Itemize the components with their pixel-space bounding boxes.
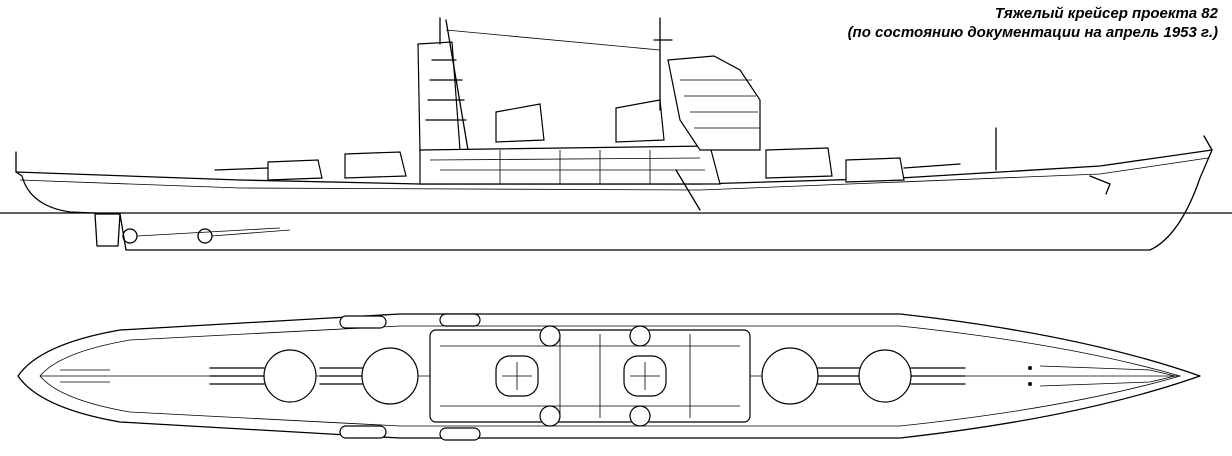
sheer-line bbox=[19, 157, 1209, 191]
plan-superstructure-detail bbox=[440, 334, 740, 418]
midships-superstructure bbox=[419, 145, 721, 185]
forward-turret-guns-side bbox=[903, 163, 961, 169]
propeller-mid bbox=[197, 228, 213, 244]
plan-forward-superfiring-guns bbox=[817, 367, 861, 385]
bow-jackstaff bbox=[995, 127, 1213, 171]
caption-subtitle: (по состоянию документации на апрель 195… bbox=[847, 24, 1218, 41]
director-aft bbox=[495, 103, 545, 143]
forward-strut bbox=[675, 169, 701, 211]
drawing-caption: Тяжелый крейсер проекта 82 (по состоянию… bbox=[848, 4, 1218, 42]
aft-mast-tripod bbox=[425, 17, 469, 151]
plan-aft-turret bbox=[263, 349, 317, 403]
plan-secondary-turret-1 bbox=[539, 325, 561, 347]
forward-superfiring-turret-side bbox=[765, 147, 833, 179]
plan-secondary-turret-4 bbox=[629, 405, 651, 427]
anchor bbox=[1089, 175, 1111, 195]
plan-stern-detail bbox=[60, 369, 110, 383]
plan-anchor-hawse-port bbox=[1028, 366, 1032, 370]
hull-outline bbox=[15, 149, 1213, 251]
plan-anchor-hawse-stbd bbox=[1028, 382, 1032, 386]
forward-tower-detail bbox=[680, 79, 760, 129]
plan-boat-1 bbox=[339, 315, 387, 329]
plan-boat-2 bbox=[439, 313, 481, 327]
forward-turret-side bbox=[845, 157, 905, 183]
midships-detail bbox=[429, 150, 705, 184]
rudder bbox=[94, 213, 121, 247]
plan-secondary-turret-3 bbox=[629, 325, 651, 347]
plan-superstructure bbox=[429, 329, 751, 423]
propeller-aft bbox=[122, 228, 138, 244]
plan-forward-turret bbox=[858, 349, 912, 403]
aft-mast bbox=[417, 41, 461, 153]
caption-title: Тяжелый крейсер проекта 82 bbox=[994, 5, 1218, 22]
plan-boat-3 bbox=[339, 425, 387, 439]
plan-aft-turret-guns bbox=[209, 367, 265, 385]
director-fwd bbox=[615, 99, 665, 143]
rigging-aft bbox=[445, 29, 661, 51]
plan-boat-4 bbox=[439, 427, 481, 441]
forward-mast-pole bbox=[653, 17, 673, 111]
propeller-shafts bbox=[136, 227, 291, 237]
plan-aft-superfiring-guns bbox=[319, 367, 363, 385]
plan-forward-superfiring-turret bbox=[761, 347, 819, 405]
plan-forward-turret-guns bbox=[910, 367, 966, 385]
plan-funnel-grilles bbox=[502, 362, 660, 390]
plan-secondary-turret-2 bbox=[539, 405, 561, 427]
plan-bow-detail bbox=[1039, 365, 1176, 387]
aft-superfiring-turret-side bbox=[344, 151, 407, 179]
plan-view bbox=[17, 313, 1201, 441]
aft-turret-guns-side bbox=[214, 167, 269, 171]
plan-hull-outline bbox=[17, 313, 1201, 439]
forward-tower bbox=[667, 55, 761, 151]
aft-turret-side bbox=[267, 159, 323, 181]
side-profile bbox=[0, 17, 1232, 251]
plan-aft-superfiring-turret bbox=[361, 347, 419, 405]
